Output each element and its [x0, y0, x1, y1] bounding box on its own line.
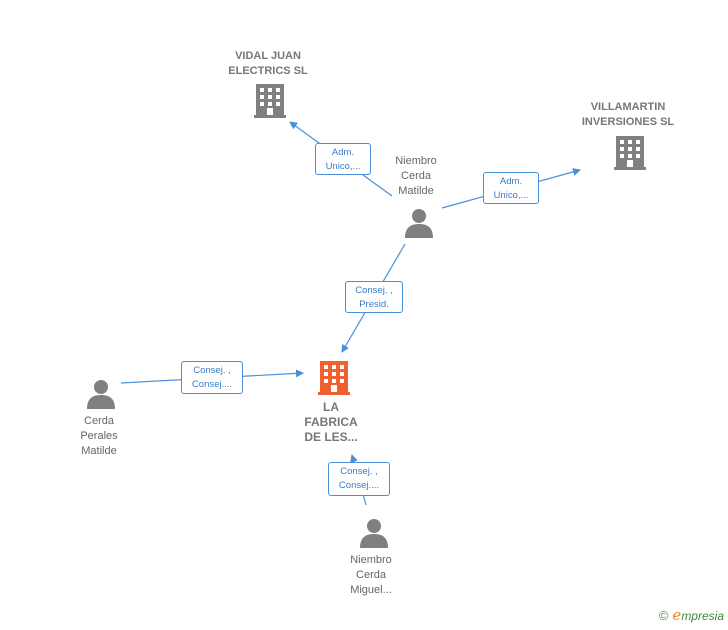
edge-label-line: Adm. [331, 147, 355, 158]
building-icon[interactable] [254, 84, 286, 118]
edge-label-consej-presid[interactable]: Consej. , Presid. [345, 281, 403, 313]
edge-label-line: Consej.... [338, 480, 380, 491]
edge-label-line: Adm. [499, 176, 523, 187]
node-label-vidal-juan-electrics[interactable]: VIDAL JUAN ELECTRICS SL [228, 50, 308, 77]
person-icon[interactable] [87, 380, 115, 409]
edge-label-line: Consej. , [340, 466, 378, 477]
brand-logo-letter: e [672, 606, 682, 624]
node-label-niembro-cerda-matilde[interactable]: Niembro Cerda Matilde [395, 155, 437, 197]
edge-label-line: Consej. , [355, 285, 393, 296]
person-icon[interactable] [405, 209, 433, 238]
edge-label-line: Consej. , [193, 365, 231, 376]
edge-label-consej-cerda[interactable]: Consej. , Consej.... [181, 361, 243, 394]
empresia-watermark: ©empresia [659, 606, 724, 624]
node-label-la-fabrica[interactable]: LA FABRICA DE LES... [304, 400, 358, 444]
edge-label-line: Presid. [359, 299, 389, 310]
edge-label-line: Unico,... [493, 190, 529, 201]
edge-label-line: Consej.... [191, 379, 233, 390]
node-label-niembro-cerda-miguel[interactable]: Niembro Cerda Miguel... [350, 554, 392, 596]
brand-name: mpresia [681, 609, 724, 623]
building-icon[interactable] [614, 136, 646, 170]
building-icon[interactable] [318, 361, 350, 395]
edge-label-consej-miguel[interactable]: Consej. , Consej.... [328, 462, 390, 496]
edge-label-adm-unico-villamartin[interactable]: Adm. Unico,... [483, 172, 539, 204]
node-label-cerda-perales-matilde[interactable]: Cerda Perales Matilde [80, 415, 118, 457]
edge-label-line: Unico,... [325, 161, 361, 172]
edge-label-adm-unico-vidal[interactable]: Adm. Unico,... [315, 143, 371, 175]
copyright-icon: © [658, 608, 669, 623]
person-icon[interactable] [360, 519, 388, 548]
node-label-villamartin-inversiones[interactable]: VILLAMARTIN INVERSIONES SL [581, 101, 675, 128]
